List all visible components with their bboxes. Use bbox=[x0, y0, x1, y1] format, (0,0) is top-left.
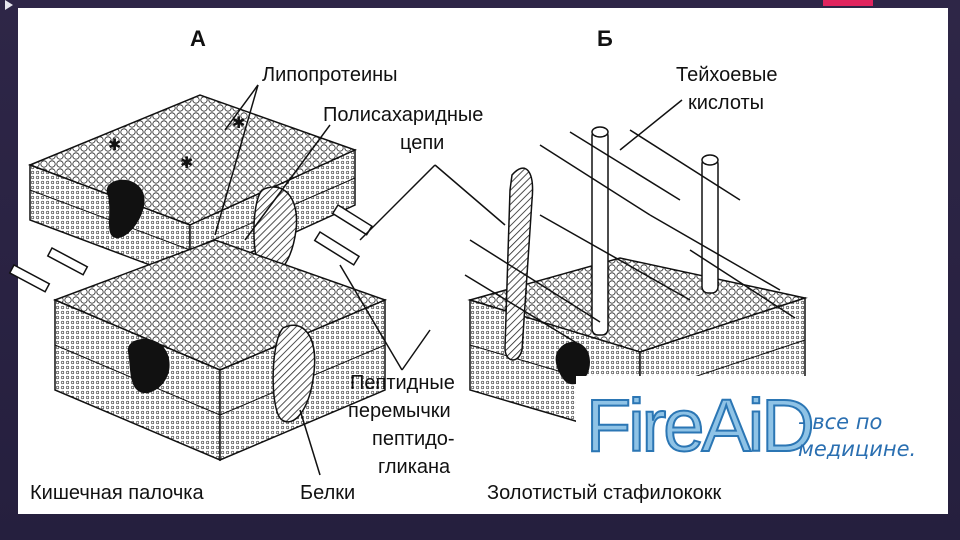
watermark-tagline-line2: медицине. bbox=[798, 436, 916, 463]
label-peptide-line3: пептидо- bbox=[372, 428, 455, 450]
label-lipoproteins: Липопротеины bbox=[262, 64, 398, 86]
label-teichoic-line1: Тейхоевые bbox=[676, 64, 778, 86]
svg-text:✱: ✱ bbox=[180, 153, 193, 172]
svg-text:✱: ✱ bbox=[232, 113, 245, 132]
panel-b-letter: Б bbox=[597, 26, 613, 52]
label-polysaccharide-line1: Полисахаридные bbox=[323, 104, 483, 126]
panel-a-letter: А bbox=[190, 26, 206, 52]
caption-ecoli: Кишечная палочка bbox=[30, 482, 204, 504]
svg-text:✱: ✱ bbox=[108, 135, 121, 154]
label-peptide-line2: перемычки bbox=[348, 400, 451, 422]
ecoli-inner-membrane bbox=[55, 240, 385, 460]
label-polysaccharide-line2: цепи bbox=[400, 132, 444, 154]
label-teichoic-line2: кислоты bbox=[688, 92, 764, 114]
label-peptide-line1: Пептидные bbox=[350, 372, 455, 394]
caption-staph: Золотистый стафилококк bbox=[487, 482, 721, 504]
watermark-logo: FireAiD bbox=[586, 380, 812, 472]
label-peptide-line4: гликана bbox=[378, 456, 450, 478]
watermark-tagline-line1: - все по bbox=[798, 409, 916, 436]
label-proteins: Белки bbox=[300, 482, 355, 504]
watermark-tagline: - все по медицине. bbox=[798, 409, 916, 463]
